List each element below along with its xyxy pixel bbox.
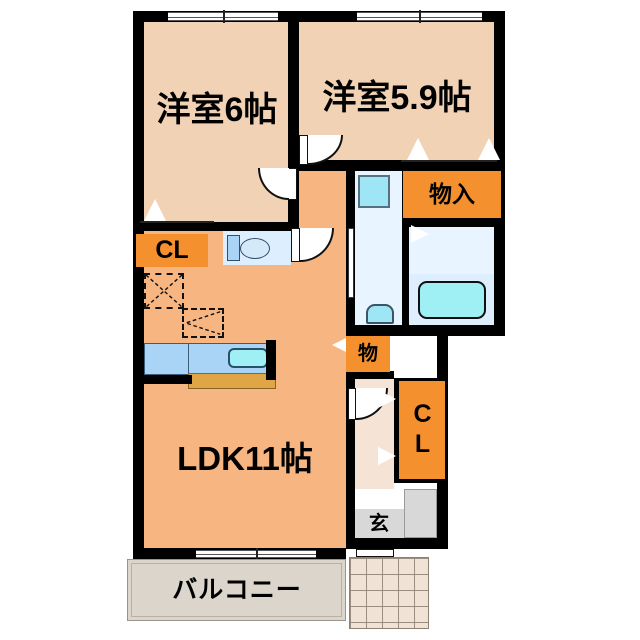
wall-mono-bottom bbox=[346, 371, 394, 379]
closet-open-marker-clhall-a bbox=[378, 390, 396, 408]
wall-toilet-top bbox=[214, 222, 299, 231]
washer-x-icon bbox=[145, 274, 183, 308]
door-leaf-hall-ldk[interactable] bbox=[348, 388, 356, 420]
kitchen-wall-right bbox=[266, 340, 276, 380]
kitchen-counter-divider bbox=[188, 343, 189, 375]
bathtub bbox=[418, 281, 486, 319]
door-leaf-toilet[interactable] bbox=[291, 228, 300, 262]
closet-open-line-mononyu bbox=[401, 160, 497, 162]
storage-open-marker-mono bbox=[332, 337, 348, 353]
door-leaf-bedroom-right[interactable] bbox=[299, 135, 308, 165]
closet-open-marker-mononyu-b bbox=[478, 138, 500, 160]
closet-open-line-cl-left bbox=[140, 221, 214, 223]
label-washitsu-right: 洋室5.9帖 bbox=[322, 79, 472, 117]
washing-machine-pan bbox=[144, 273, 184, 309]
wall-hall-right-seg bbox=[437, 336, 448, 382]
closet-mononyu[interactable]: 物入 bbox=[403, 171, 501, 218]
storage-mono[interactable]: 物 bbox=[346, 336, 390, 372]
closet-open-marker-cl-left bbox=[144, 199, 166, 221]
room-washitsu-left bbox=[144, 22, 288, 222]
balcony-floor bbox=[127, 559, 346, 621]
wall-bedroom-left-right bbox=[288, 160, 299, 270]
washroom-small-basin bbox=[366, 304, 394, 324]
wall-mononyu-bottom bbox=[402, 218, 505, 227]
refrigerator-space bbox=[182, 308, 224, 338]
window-bedroom-left bbox=[168, 10, 278, 23]
label-ldk: LDK11帖 bbox=[177, 439, 313, 477]
door-leaf-entrance[interactable] bbox=[356, 549, 394, 557]
wall-ldk-right bbox=[346, 336, 355, 548]
wall-bedroom-partition bbox=[288, 11, 299, 181]
wall-clhall-left bbox=[394, 378, 402, 482]
closet-cl-hall-label: CL bbox=[408, 400, 437, 460]
wall-bedroom-right-bottom bbox=[299, 160, 505, 171]
wall-top bbox=[133, 11, 505, 22]
closet-open-marker-mononyu-a bbox=[407, 138, 429, 160]
closet-cl-hall[interactable]: CL bbox=[399, 381, 445, 479]
label-genkan: 玄 bbox=[369, 513, 389, 535]
toilet-bowl bbox=[240, 238, 270, 259]
shoe-cabinet bbox=[404, 489, 437, 538]
balcony-rail-outline bbox=[131, 563, 342, 617]
closet-open-marker-clhall-b bbox=[378, 447, 396, 465]
room-hall-upper bbox=[299, 171, 346, 231]
label-balcony: バルコニー bbox=[172, 575, 302, 604]
wall-entry-bottom bbox=[346, 538, 448, 549]
wall-wet-bottom bbox=[346, 325, 505, 336]
entrance-porch-tiles bbox=[349, 557, 429, 629]
wall-bath-left bbox=[402, 225, 409, 326]
label-washitsu-left: 洋室6帖 bbox=[156, 91, 278, 129]
window-ldk-balcony bbox=[196, 548, 316, 560]
toilet-tank bbox=[227, 235, 240, 261]
window-bedroom-right bbox=[357, 10, 482, 23]
door-marker-washroom bbox=[411, 225, 429, 243]
door-leaf-bedroom-left[interactable] bbox=[288, 168, 297, 200]
closet-cl-left[interactable]: CL bbox=[136, 234, 208, 267]
wall-bedroom-left-bottom bbox=[133, 222, 223, 231]
kitchen-wall-bottom bbox=[144, 375, 192, 384]
kitchen-base-cabinet bbox=[188, 373, 276, 389]
wall-left bbox=[133, 11, 144, 559]
fridge-arrow-icon bbox=[183, 311, 221, 335]
kitchen-sink-basin bbox=[228, 348, 268, 368]
vanity-basin bbox=[358, 175, 390, 208]
washroom-sliding-door[interactable] bbox=[348, 228, 354, 298]
room-ldk bbox=[144, 231, 346, 548]
